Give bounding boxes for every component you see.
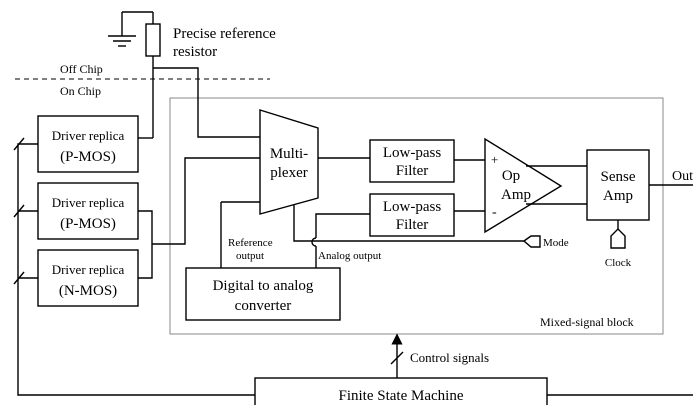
mixed-signal-block	[169, 97, 664, 335]
op-amp-minus: -	[492, 205, 497, 220]
sense-amp-label-2: Amp	[603, 188, 633, 204]
lpf2-label-1: Low-pass	[383, 199, 441, 215]
lpf2-label-2: Filter	[396, 217, 429, 233]
op-amp	[484, 137, 563, 234]
ground-icon	[108, 12, 136, 47]
control-signals-label: Control signals	[410, 350, 489, 365]
op-amp-label-2: Amp	[501, 187, 531, 203]
driver3-label: Driver replica	[52, 262, 125, 277]
low-pass-filter-1	[369, 139, 455, 183]
on-chip-label: On Chip	[60, 84, 101, 98]
mux-label-2: plexer	[270, 165, 307, 181]
driver1-type: (P-MOS)	[60, 149, 116, 165]
sense-amp-label-1: Sense	[601, 169, 636, 185]
finite-state-machine	[254, 377, 548, 405]
analog-output-label: Analog output	[318, 250, 381, 262]
off-chip-label: Off Chip	[60, 62, 103, 76]
fsm-label: Finite State Machine	[339, 388, 464, 404]
output-label: Out	[672, 169, 693, 184]
lpf1-label-2: Filter	[396, 163, 429, 179]
op-amp-plus: +	[491, 152, 498, 167]
low-pass-filter-2	[369, 193, 455, 237]
driver2-type: (P-MOS)	[60, 216, 116, 232]
resistor-label-2: resistor	[173, 44, 217, 60]
reference-resistor	[145, 23, 161, 57]
clock-pin-icon	[610, 228, 626, 249]
driver1-label: Driver replica	[52, 128, 125, 143]
resistor-label-1: Precise reference	[173, 26, 276, 42]
driver2-label: Driver replica	[52, 195, 125, 210]
op-amp-label-1: Op	[502, 168, 520, 184]
multiplexer	[259, 109, 319, 215]
mixed-signal-block-label: Mixed-signal block	[540, 315, 634, 329]
clock-label: Clock	[605, 257, 632, 269]
lpf1-label-1: Low-pass	[383, 145, 441, 161]
dac-label-2: converter	[235, 298, 292, 314]
driver-replica-nmos	[37, 249, 139, 307]
driver3-type: (N-MOS)	[59, 283, 117, 299]
dac-label-1: Digital to analog	[213, 278, 314, 294]
mode-pin-icon	[522, 235, 541, 248]
mode-label: Mode	[543, 237, 569, 249]
dac-block	[185, 267, 341, 321]
mux-label-1: Multi-	[270, 146, 308, 162]
reference-output-label-1: Reference	[228, 237, 273, 249]
reference-output-label-2: output	[236, 250, 264, 262]
sense-amp	[586, 149, 650, 221]
driver-replica-pmos-1	[37, 115, 139, 173]
